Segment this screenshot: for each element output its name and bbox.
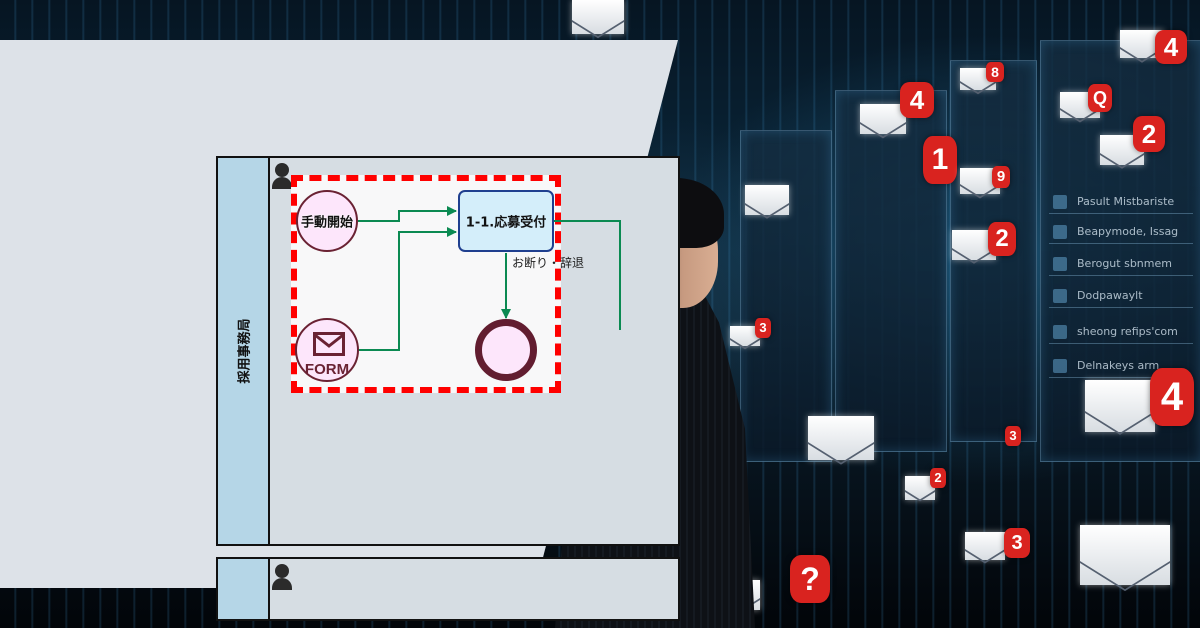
notification-badge: 8	[986, 62, 1004, 82]
envelope-icon	[965, 532, 1005, 560]
notification-badge: 4	[1155, 30, 1187, 64]
notification-badge: 4	[1150, 368, 1194, 426]
inbox-row: sheong refips'com	[1049, 321, 1193, 344]
screen-panel	[740, 130, 832, 462]
inbox-row: Dodpawaylt	[1049, 285, 1193, 308]
notification-badge: 3	[1004, 528, 1030, 558]
notification-badge: 3	[1005, 426, 1021, 446]
envelope-icon	[730, 326, 760, 346]
bottom-strip	[0, 588, 1200, 628]
event-label: 手動開始	[300, 215, 354, 231]
inbox-row: Delnakeys arm	[1049, 355, 1193, 378]
task-label: 1-1.応募受付	[465, 215, 547, 231]
envelope-icon	[313, 332, 345, 356]
envelope-icon	[860, 104, 906, 134]
envelope-icon	[1085, 380, 1155, 432]
form-label: FORM	[304, 361, 350, 378]
end-event[interactable]	[475, 319, 537, 381]
inbox-row: Berogut sbnmem	[1049, 253, 1193, 276]
task-application-reception[interactable]: 1-1.応募受付	[458, 190, 554, 252]
notification-badge: 4	[900, 82, 934, 118]
notification-badge: 3	[755, 318, 771, 338]
inbox-row: Pasult Mistbariste	[1049, 191, 1193, 214]
envelope-icon	[808, 416, 874, 460]
notification-badge: ?	[790, 555, 830, 603]
envelope-icon	[572, 0, 624, 34]
notification-badge: 9	[992, 166, 1010, 188]
person-icon	[272, 564, 292, 590]
flow-label-decline: お断り・辞退	[512, 256, 585, 270]
envelope-icon	[745, 185, 789, 215]
swimlane-next	[216, 557, 680, 621]
notification-badge: 2	[988, 222, 1016, 256]
manual-start-event[interactable]: 手動開始	[296, 190, 358, 252]
notification-badge: 2	[930, 468, 946, 488]
lane-header	[218, 559, 270, 619]
notification-badge: Q	[1088, 84, 1112, 112]
notification-badge: 1	[923, 136, 957, 184]
form-message-start-event[interactable]: FORM	[295, 318, 359, 382]
notification-badge: 2	[1133, 116, 1165, 152]
person-icon	[272, 163, 292, 189]
lane-header: 採用事務局	[218, 158, 270, 544]
lane-title: 採用事務局	[237, 318, 253, 384]
envelope-icon	[1080, 525, 1170, 585]
inbox-row: Beapymode, Issag	[1049, 221, 1193, 244]
